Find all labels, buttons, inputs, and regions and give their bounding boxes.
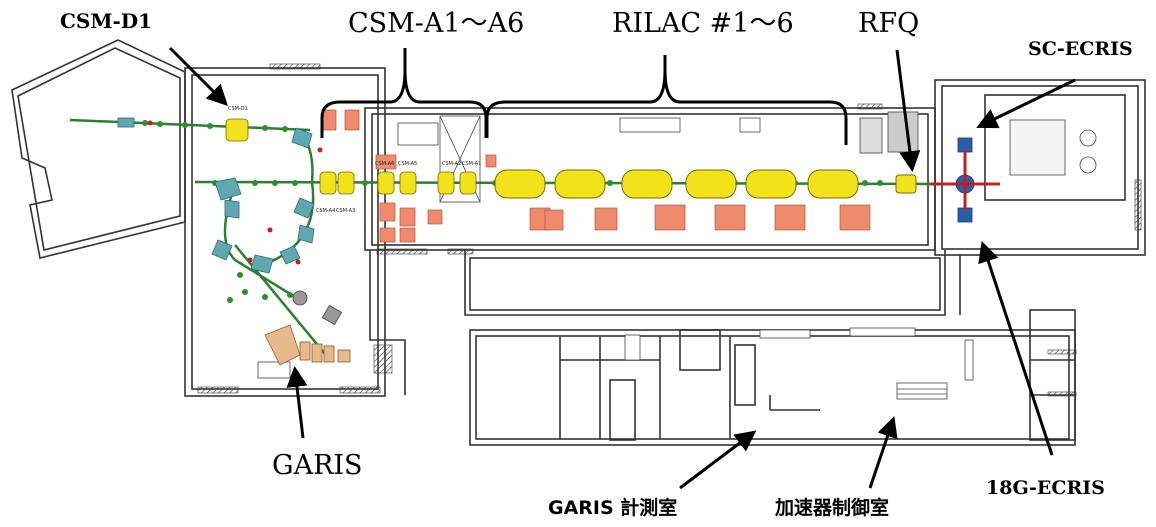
label-csm-a1-a6: CSM-A1～A6	[348, 8, 525, 39]
svg-text:CSM-A4: CSM-A4	[316, 208, 335, 214]
label-garis: GARIS	[272, 450, 363, 481]
rilac-tanks	[494, 169, 917, 199]
svg-text:CSM-A3: CSM-A3	[336, 208, 355, 214]
ion-sources	[930, 137, 1000, 223]
label-sc-ecris: SC-ECRIS	[1028, 38, 1133, 60]
svg-text:CSM-A6: CSM-A6	[375, 161, 394, 167]
equipment-racks	[257, 111, 1097, 400]
label-rfq: RFQ	[858, 8, 920, 39]
callout-arrows	[168, 46, 1076, 490]
beam-steerers	[147, 120, 913, 265]
beamlines	[69, 118, 961, 361]
label-csm-d1: CSM-D1	[60, 9, 153, 33]
svg-text:CSM-A1: CSM-A1	[462, 161, 481, 167]
svg-text:CSM-D1: CSM-D1	[228, 106, 248, 112]
label-18g-ecris: 18G-ECRIS	[986, 477, 1105, 499]
bending-magnets	[117, 117, 315, 274]
label-control-room: 加速器制御室	[775, 497, 890, 519]
svg-text:CSM-A2: CSM-A2	[442, 161, 461, 167]
label-rilac: RILAC #1～6	[612, 8, 794, 39]
tiny-annotations: CSM-D1 CSM-A6 CSM-A5 CSM-A2 CSM-A1 CSM-A…	[228, 106, 481, 214]
quadrupole-magnets	[142, 120, 883, 303]
label-garis-room: GARIS 計測室	[548, 497, 678, 519]
hatched-walls	[197, 63, 1142, 397]
csm-cavities	[225, 118, 477, 195]
gray-magnets	[292, 290, 343, 326]
building-walls	[11, 39, 1146, 446]
svg-text:CSM-A5: CSM-A5	[398, 161, 417, 167]
power-supplies	[321, 109, 871, 243]
callout-brackets	[320, 48, 848, 145]
garis-separator	[264, 324, 351, 366]
